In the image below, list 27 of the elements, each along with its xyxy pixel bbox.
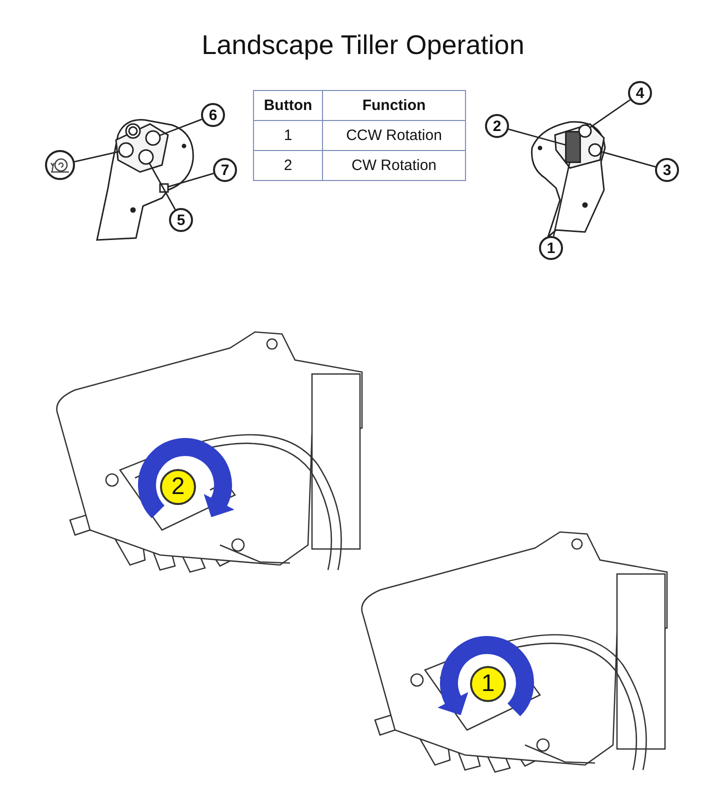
- joystick-button: [578, 124, 592, 138]
- joystick-button: [145, 130, 161, 146]
- leader-line: [74, 150, 120, 162]
- joystick-button: [138, 149, 154, 165]
- callout-number: 1: [539, 236, 563, 260]
- callout-number: 2: [485, 114, 509, 138]
- callout-number: 6: [201, 103, 225, 127]
- table-cell: 1: [254, 120, 322, 150]
- leader-line: [552, 162, 570, 236]
- table-cell: 2: [254, 150, 322, 180]
- joystick-button: [118, 142, 134, 158]
- callout-number: 3: [655, 158, 679, 182]
- callout-number: 7: [213, 158, 237, 182]
- thumb-roller: [565, 130, 581, 164]
- title: Landscape Tiller Operation: [200, 30, 526, 61]
- table-cell: CW Rotation: [322, 150, 466, 180]
- callout-number: 4: [628, 81, 652, 105]
- callout-circle: [45, 150, 75, 180]
- header-cell: Button: [254, 90, 322, 120]
- table-cell: CCW Rotation: [322, 120, 466, 150]
- header-cell: Function: [322, 90, 466, 120]
- leader-line: [590, 99, 631, 128]
- leader-line: [600, 150, 656, 168]
- leader-line: [508, 128, 566, 146]
- callout-number: 5: [169, 208, 193, 232]
- leader-line: [168, 172, 214, 188]
- joystick-button: [588, 143, 602, 157]
